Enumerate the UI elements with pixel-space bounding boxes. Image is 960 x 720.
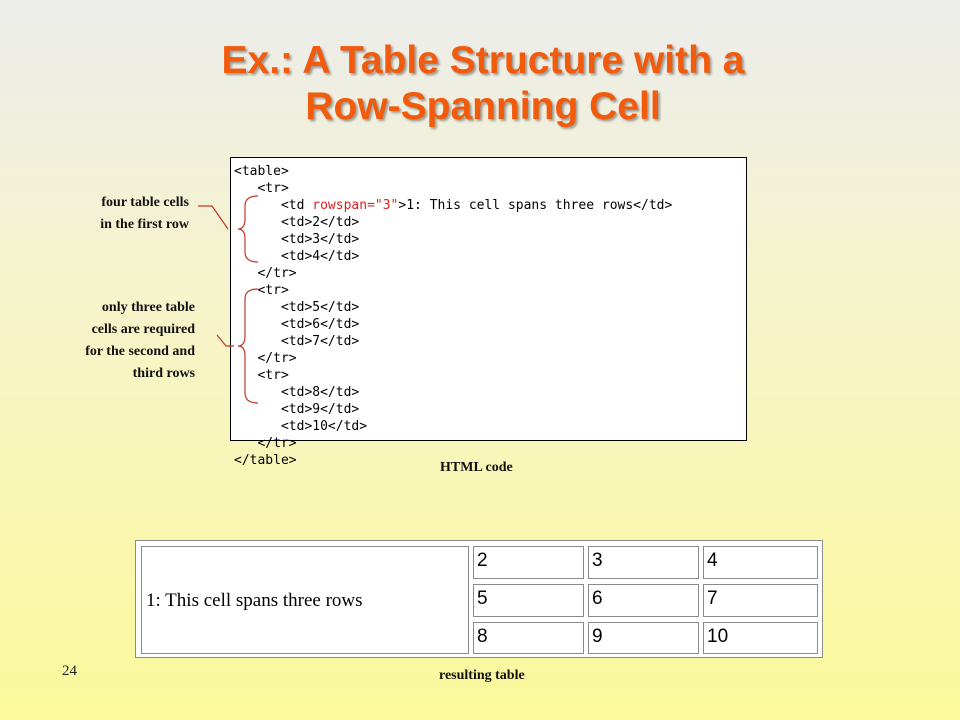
table-cell: 8 xyxy=(473,622,584,654)
code-fragment: <td xyxy=(234,198,313,213)
code-line: <td>5</td> xyxy=(234,300,360,315)
result-table-caption: resulting table xyxy=(439,668,525,683)
other-rows-curly-brace xyxy=(237,288,259,404)
annotation-line: in the first row xyxy=(100,217,189,232)
first-row-curly-brace xyxy=(237,195,259,263)
page-number: 24 xyxy=(62,663,77,679)
table-cell: 3 xyxy=(588,546,699,579)
table-cell: 5 xyxy=(473,584,584,617)
code-line: <td>7</td> xyxy=(234,334,360,349)
code-line-rowspan: <td rowspan="3">1: This cell spans three… xyxy=(234,197,672,214)
annotation-line: cells are required xyxy=(91,322,195,337)
code-line: <td>4</td> xyxy=(234,249,360,264)
code-line: <tr> xyxy=(234,283,289,298)
other-rows-annotation: only three table cells are required for … xyxy=(85,297,195,385)
code-line: </table> xyxy=(234,453,297,468)
table-cell: 9 xyxy=(588,622,699,654)
table-cell: 6 xyxy=(588,584,699,617)
annotation-line: only three table xyxy=(101,300,195,315)
code-line: <tr> xyxy=(234,181,289,196)
table-cell: 4 xyxy=(703,546,818,579)
html-code-box: <table> <tr> <td rowspan="3">1: This cel… xyxy=(230,157,747,468)
slide-title-line-2: Row-Spanning Cell xyxy=(305,85,661,128)
code-fragment: >1: This cell spans three rows</td> xyxy=(398,198,673,213)
result-table: 1: This cell spans three rows 2 3 4 5 6 … xyxy=(135,540,823,658)
html-code-caption: HTML code xyxy=(440,460,513,475)
table-cell: 7 xyxy=(703,584,818,617)
code-line: </tr> xyxy=(234,351,297,366)
table-cell: 2 xyxy=(473,546,584,579)
code-line: <td>2</td> xyxy=(234,215,360,230)
annotation-line: third rows xyxy=(132,366,195,381)
spanning-cell: 1: This cell spans three rows xyxy=(141,546,469,654)
slide-title-line-1: Ex.: A Table Structure with a xyxy=(221,39,745,82)
first-row-pointer-line xyxy=(198,205,229,230)
code-line: <td>9</td> xyxy=(234,402,360,417)
code-line: <table> xyxy=(234,164,289,179)
code-line: </tr> xyxy=(234,266,297,281)
first-row-annotation: four table cells in the first row xyxy=(100,192,189,236)
code-line: <td>6</td> xyxy=(234,317,360,332)
code-line: <tr> xyxy=(234,368,289,383)
code-line: <td>3</td> xyxy=(234,232,360,247)
table-cell: 10 xyxy=(703,622,818,654)
code-line: <td>10</td> xyxy=(234,419,368,434)
rowspan-attribute-highlight: rowspan="3" xyxy=(312,198,399,213)
other-rows-pointer-line xyxy=(216,334,234,347)
annotation-line: for the second and xyxy=(85,344,195,359)
slide-title: Ex.: A Table Structure with a Row-Spanni… xyxy=(0,38,960,130)
annotation-line: four table cells xyxy=(101,195,189,210)
code-line: </tr> xyxy=(234,436,297,451)
code-line: <td>8</td> xyxy=(234,385,360,400)
